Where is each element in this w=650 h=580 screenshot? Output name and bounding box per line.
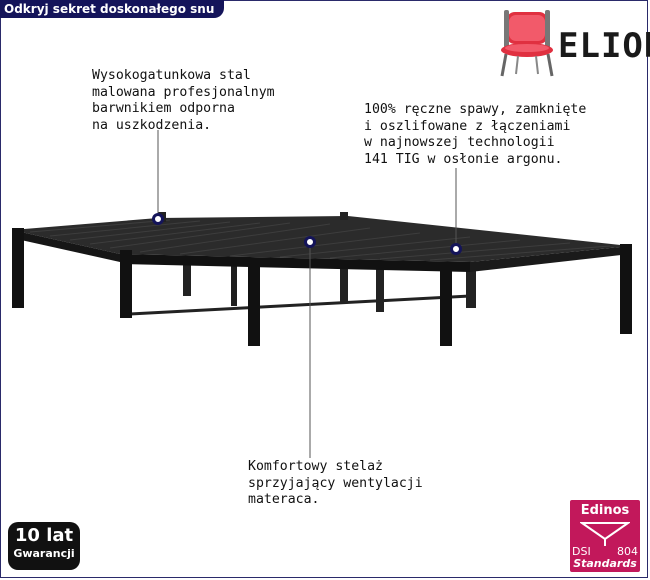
- bed-silhouette-icon: [580, 522, 630, 546]
- edinos-title: Edinos: [580, 503, 630, 518]
- red-chair-icon: [500, 10, 554, 77]
- callout-slats: Komfortowy stelaż sprzyjający wentylacji…: [248, 459, 423, 507]
- edinos-standards: Standards: [573, 557, 637, 570]
- edinos-number: 804: [617, 545, 638, 558]
- warranty-badge: 10 lat Gwarancji: [8, 522, 80, 570]
- brand-logo: ELIOR: [498, 8, 650, 78]
- marker-steel: [152, 213, 164, 225]
- marker-welds: [450, 243, 462, 255]
- warranty-years: 10 lat: [14, 525, 74, 546]
- edinos-badge: Edinos DSI 804 Standards: [570, 500, 640, 572]
- marker-slats: [304, 236, 316, 248]
- callout-steel: Wysokogatunkowa stal malowana profesjona…: [92, 68, 275, 133]
- brand-name: ELIOR: [558, 26, 650, 66]
- header-title: Odkryj sekret doskonałego snu: [0, 0, 225, 18]
- edinos-dsi: DSI: [572, 545, 591, 558]
- warranty-label: Gwarancji: [13, 547, 75, 560]
- callout-welds: 100% ręczne spawy, zamknięte i oszlifowa…: [364, 102, 587, 167]
